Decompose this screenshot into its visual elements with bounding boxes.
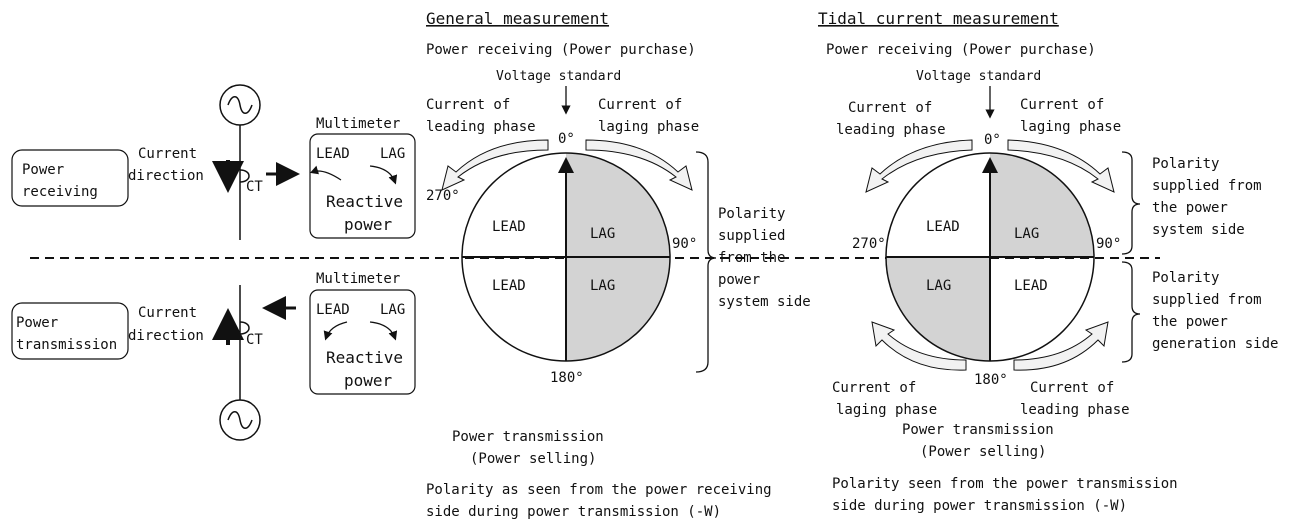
tidal-leading-2: leading phase — [836, 122, 946, 138]
tidal-footnote-1: Polarity seen from the power transmissio… — [832, 476, 1178, 492]
general-footnote-2: side during power transmission (-W) — [426, 504, 721, 520]
general-q-bottom-right: LAG — [590, 278, 615, 294]
power-transmission-label-1: Power — [16, 315, 58, 331]
general-deg-270: 270° — [426, 188, 460, 204]
multimeter-bottom-box — [309, 289, 416, 395]
current-direction-bottom-1: Current — [138, 305, 197, 321]
general-laging-rotation-arrow-icon — [585, 139, 693, 191]
tidal-bottom-leading-rotation-arrow-icon — [1013, 321, 1109, 371]
left-panel: Power receiving Current direction CT Mul… — [11, 84, 416, 441]
multimeter-top-label: Multimeter — [316, 116, 400, 132]
tidal-q-top-right: LAG — [1014, 226, 1039, 242]
tidal-polarity-top-4: system side — [1152, 222, 1245, 238]
current-direction-top-1: Current — [138, 146, 197, 162]
tidal-deg-180: 180° — [974, 372, 1008, 388]
tidal-deg-270: 270° — [852, 236, 886, 252]
general-polarity-2: supplied — [718, 228, 785, 244]
general-polarity-1: Polarity — [718, 206, 785, 222]
tidal-bottom-leading-2: leading phase — [1020, 402, 1130, 418]
general-measurement-panel: General measurement Power receiving (Pow… — [426, 9, 811, 520]
general-leading-rotation-arrow-icon — [441, 139, 549, 191]
tidal-voltage-standard: Voltage standard — [916, 69, 1041, 84]
general-bottom-label-1: Power transmission — [452, 429, 604, 445]
current-direction-top-2: direction — [128, 168, 204, 184]
tidal-laging-1: Current of — [1020, 97, 1104, 113]
power-transmission-label-2: transmission — [16, 337, 117, 353]
tidal-bottom-leading-1: Current of — [1030, 380, 1114, 396]
general-polarity-4: power — [718, 272, 760, 288]
general-title: General measurement — [426, 9, 609, 28]
general-top-label: Power receiving (Power purchase) — [426, 42, 696, 58]
general-deg-180: 180° — [550, 370, 584, 386]
general-q-top-right: LAG — [590, 226, 615, 242]
general-laging-2: laging phase — [598, 119, 699, 135]
tidal-bottom-laging-1: Current of — [832, 380, 916, 396]
general-polarity-bracket — [695, 151, 717, 373]
tidal-bottom-laging-rotation-arrow-icon — [871, 321, 967, 371]
tidal-polarity-bottom-3: the power — [1152, 314, 1228, 330]
lead-curve-arrow-bottom-icon — [323, 321, 348, 341]
tidal-polarity-top-1: Polarity — [1152, 156, 1219, 172]
tidal-laging-2: laging phase — [1020, 119, 1121, 135]
tidal-footnote-2: side during power transmission (-W) — [832, 498, 1127, 514]
general-voltage-standard: Voltage standard — [496, 69, 621, 84]
multimeter-top-box — [309, 133, 416, 239]
tidal-top-label: Power receiving (Power purchase) — [826, 42, 1096, 58]
general-bottom-label-2: (Power selling) — [470, 451, 596, 467]
tidal-polarity-bottom-2: supplied from — [1152, 292, 1262, 308]
power-receiving-label-2: receiving — [22, 184, 98, 200]
general-polarity-3: from the — [718, 250, 785, 266]
tidal-lag-shaded-top-right — [990, 153, 1094, 257]
tidal-polarity-bottom-4: generation side — [1152, 336, 1278, 352]
tidal-polarity-top-3: the power — [1152, 200, 1228, 216]
general-deg-90: 90° — [672, 236, 697, 252]
power-receiving-label-1: Power — [22, 162, 64, 178]
general-leading-2: leading phase — [426, 119, 536, 135]
ct-label-top: CT — [246, 179, 263, 195]
tidal-measurement-panel: Tidal current measurement Power receivin… — [818, 9, 1278, 514]
tidal-q-top-left: LEAD — [926, 219, 960, 235]
tidal-laging-rotation-arrow-icon — [1007, 139, 1115, 193]
tidal-leading-1: Current of — [848, 100, 932, 116]
multimeter-bottom-label: Multimeter — [316, 271, 400, 287]
tidal-deg-90: 90° — [1096, 236, 1121, 252]
general-leading-1: Current of — [426, 97, 510, 113]
tidal-bottom-label-1: Power transmission — [902, 422, 1054, 438]
general-q-top-left: LEAD — [492, 219, 526, 235]
tidal-q-bottom-left: LAG — [926, 278, 951, 294]
current-direction-bottom-2: direction — [128, 328, 204, 344]
lag-curve-arrow-bottom-icon — [369, 321, 398, 341]
multimeter-top-lead: LEAD — [316, 146, 350, 162]
tidal-polarity-top-2: supplied from — [1152, 178, 1262, 194]
general-footnote-1: Polarity as seen from the power receivin… — [426, 482, 772, 498]
lead-curve-arrow-icon — [309, 165, 342, 181]
reactive-power-top-1: Reactive — [326, 192, 403, 211]
tidal-bottom-label-2: (Power selling) — [920, 444, 1046, 460]
reactive-power-top-2: power — [344, 215, 393, 234]
reactive-power-bottom-1: Reactive — [326, 348, 403, 367]
tidal-polarity-top-bracket — [1121, 151, 1141, 255]
tidal-deg-0: 0° — [984, 132, 1001, 148]
reactive-power-bottom-2: power — [344, 371, 393, 390]
power-receiving-box — [11, 149, 129, 207]
general-laging-1: Current of — [598, 97, 682, 113]
general-deg-0: 0° — [558, 131, 575, 147]
tidal-lag-shaded-bottom-left — [886, 257, 990, 361]
multimeter-bottom-lead: LEAD — [316, 302, 350, 318]
power-transmission-box — [11, 302, 129, 360]
lag-curve-arrow-icon — [369, 165, 398, 185]
general-q-bottom-left: LEAD — [492, 278, 526, 294]
tidal-polarity-bottom-bracket — [1121, 261, 1141, 363]
multimeter-bottom-lag: LAG — [380, 302, 405, 318]
tidal-bottom-laging-2: laging phase — [836, 402, 937, 418]
ct-label-bottom: CT — [246, 332, 263, 348]
tidal-polarity-bottom-1: Polarity — [1152, 270, 1219, 286]
tidal-q-bottom-right: LEAD — [1014, 278, 1048, 294]
tidal-leading-rotation-arrow-icon — [865, 139, 973, 193]
tidal-title: Tidal current measurement — [818, 9, 1059, 28]
general-polarity-5: system side — [718, 294, 811, 310]
multimeter-top-lag: LAG — [380, 146, 405, 162]
